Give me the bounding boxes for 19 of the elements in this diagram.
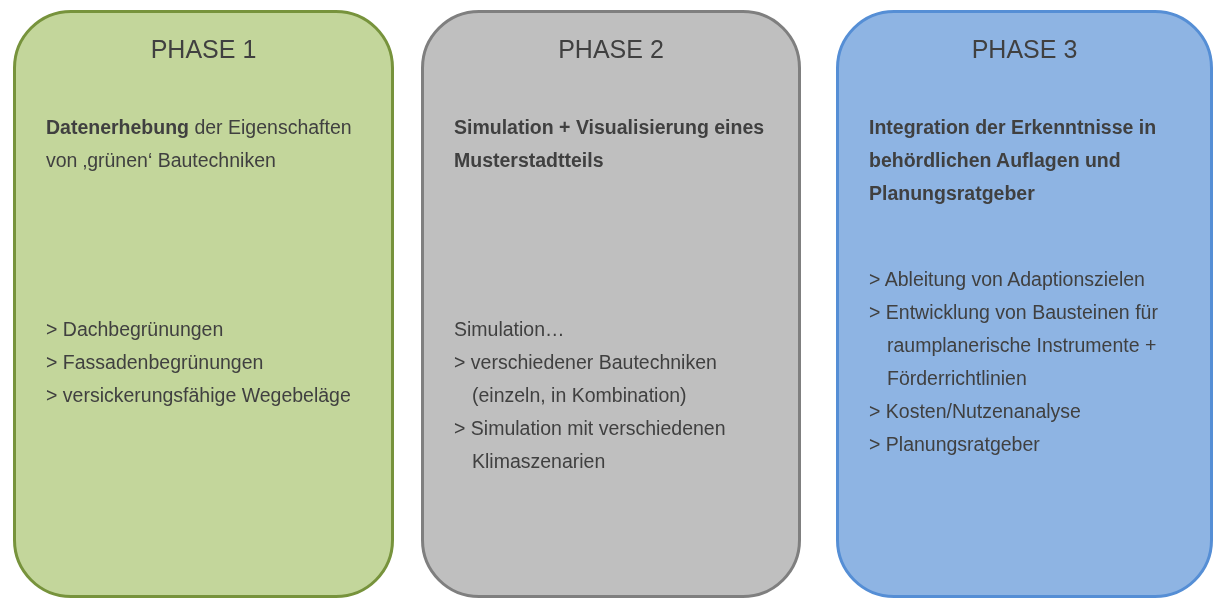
phase-description: Simulation + Visualisierung eines Musterstadtteils [454, 115, 766, 173]
phase-card [836, 10, 1213, 598]
phase-heading: PHASE 1 [149, 35, 258, 64]
phase-card [13, 10, 394, 598]
list-item: > Fassadenbegrünungen [46, 350, 265, 375]
list-item: > verschiedener Bautechniken (einzeln, in Kombination) [454, 350, 718, 408]
phase-card [421, 10, 801, 598]
phase-description: Integration der Erkenntnisse in behördlichen Auflagen und Planungsratgeber [869, 115, 1158, 206]
list-item: > Entwicklung von Bausteinen für raumplanerische Instrumente + Förderrichtlinien [869, 300, 1159, 391]
list-item: > Ableitung von Adaptionszielen [869, 267, 1146, 292]
list-item: > Kosten/Nutzenanalyse [869, 399, 1082, 424]
list-item: > Simulation mit verschiedenen Klimaszenarien [454, 416, 727, 474]
list-item: > versickerungsfähige Wegebeläge [46, 383, 352, 408]
list-item: > Dachbegrünungen [46, 317, 225, 342]
phase-heading: PHASE 3 [970, 35, 1079, 64]
list-item: > Planungsratgeber [869, 432, 1041, 457]
phase-heading: PHASE 2 [557, 35, 665, 64]
list-item: Simulation… [454, 317, 566, 342]
phase-description: Datenerhebung der Eigenschaften von ‚grünen‘ Bautechniken [46, 115, 353, 173]
